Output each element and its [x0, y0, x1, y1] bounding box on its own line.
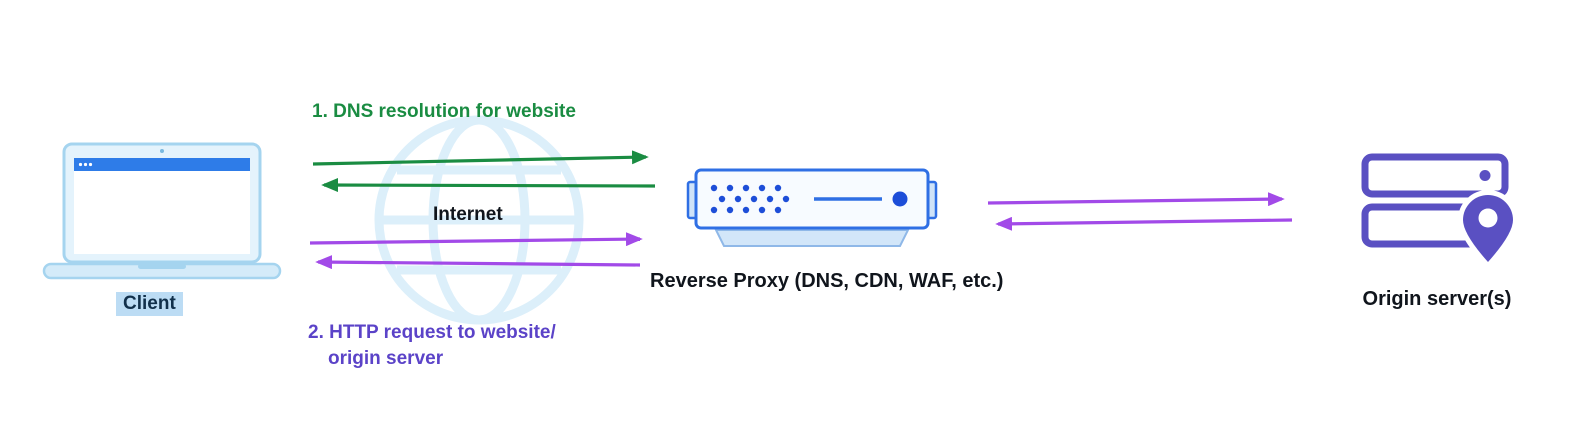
reverse-proxy-server-icon	[686, 168, 938, 247]
client-label: Client	[116, 292, 183, 316]
origin-to-proxy-arrow	[995, 216, 1293, 231]
origin-servers-label: Origin server(s)	[1362, 288, 1512, 310]
proxy-to-origin-arrow	[987, 192, 1285, 207]
step2-http-label-line1: 2. HTTP request to website/	[308, 322, 556, 343]
globe-icon	[374, 115, 584, 325]
laptop-icon	[42, 142, 282, 280]
step1-dns-label: 1. DNS resolution for website	[312, 101, 576, 122]
origin-servers-with-location-pin-icon	[1361, 153, 1519, 270]
internet-label: Internet	[433, 204, 503, 225]
step2-http-label: 2. HTTP request to website/ origin serve…	[308, 320, 556, 372]
step2-http-label-line2: origin server	[328, 348, 444, 369]
reverse-proxy-label: Reverse Proxy (DNS, CDN, WAF, etc.)	[650, 270, 1004, 292]
